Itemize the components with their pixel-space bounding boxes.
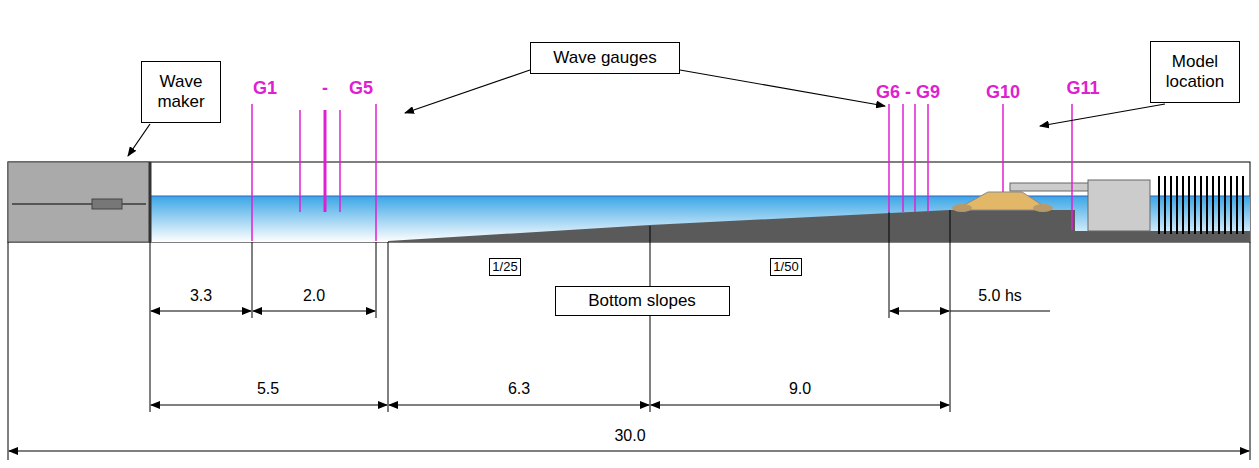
wave-gauges [252,104,1072,241]
box-label: Wave maker [151,72,211,113]
dimension: 3.3 [190,287,212,305]
callout-box: Wave gauges [530,42,680,74]
dimension: 5.5 [257,380,279,398]
dimension: 6.3 [508,380,530,398]
gauge-label: G1 [253,78,277,99]
gauge-label: G10 [986,82,1020,103]
callout-box: Bottom slopes [555,286,730,316]
gauge-label: G11 [1066,78,1099,99]
box-label: Model location [1160,52,1230,93]
dimension: 9.0 [789,380,811,398]
dimension-lines [8,210,1250,460]
callout-box: Model location [1150,41,1240,103]
gauge-label: - [322,78,328,99]
flume [8,162,1250,242]
leader-arrows [128,70,1165,156]
slope-tag: 1/25 [489,258,520,276]
box-label: 1/25 [492,259,517,275]
box-label: Wave gauges [553,48,656,68]
box-label: Bottom slopes [588,291,696,311]
gauge-label: G5 [349,78,373,99]
box-label: 1/50 [773,259,798,275]
callout-box: Wave maker [141,61,221,123]
slope-tag: 1/50 [770,258,801,276]
dimension: 5.0 hs [978,287,1022,305]
dimension: 2.0 [303,287,325,305]
dimension: 30.0 [614,427,645,445]
gauge-label: G6 - G9 [876,82,940,103]
